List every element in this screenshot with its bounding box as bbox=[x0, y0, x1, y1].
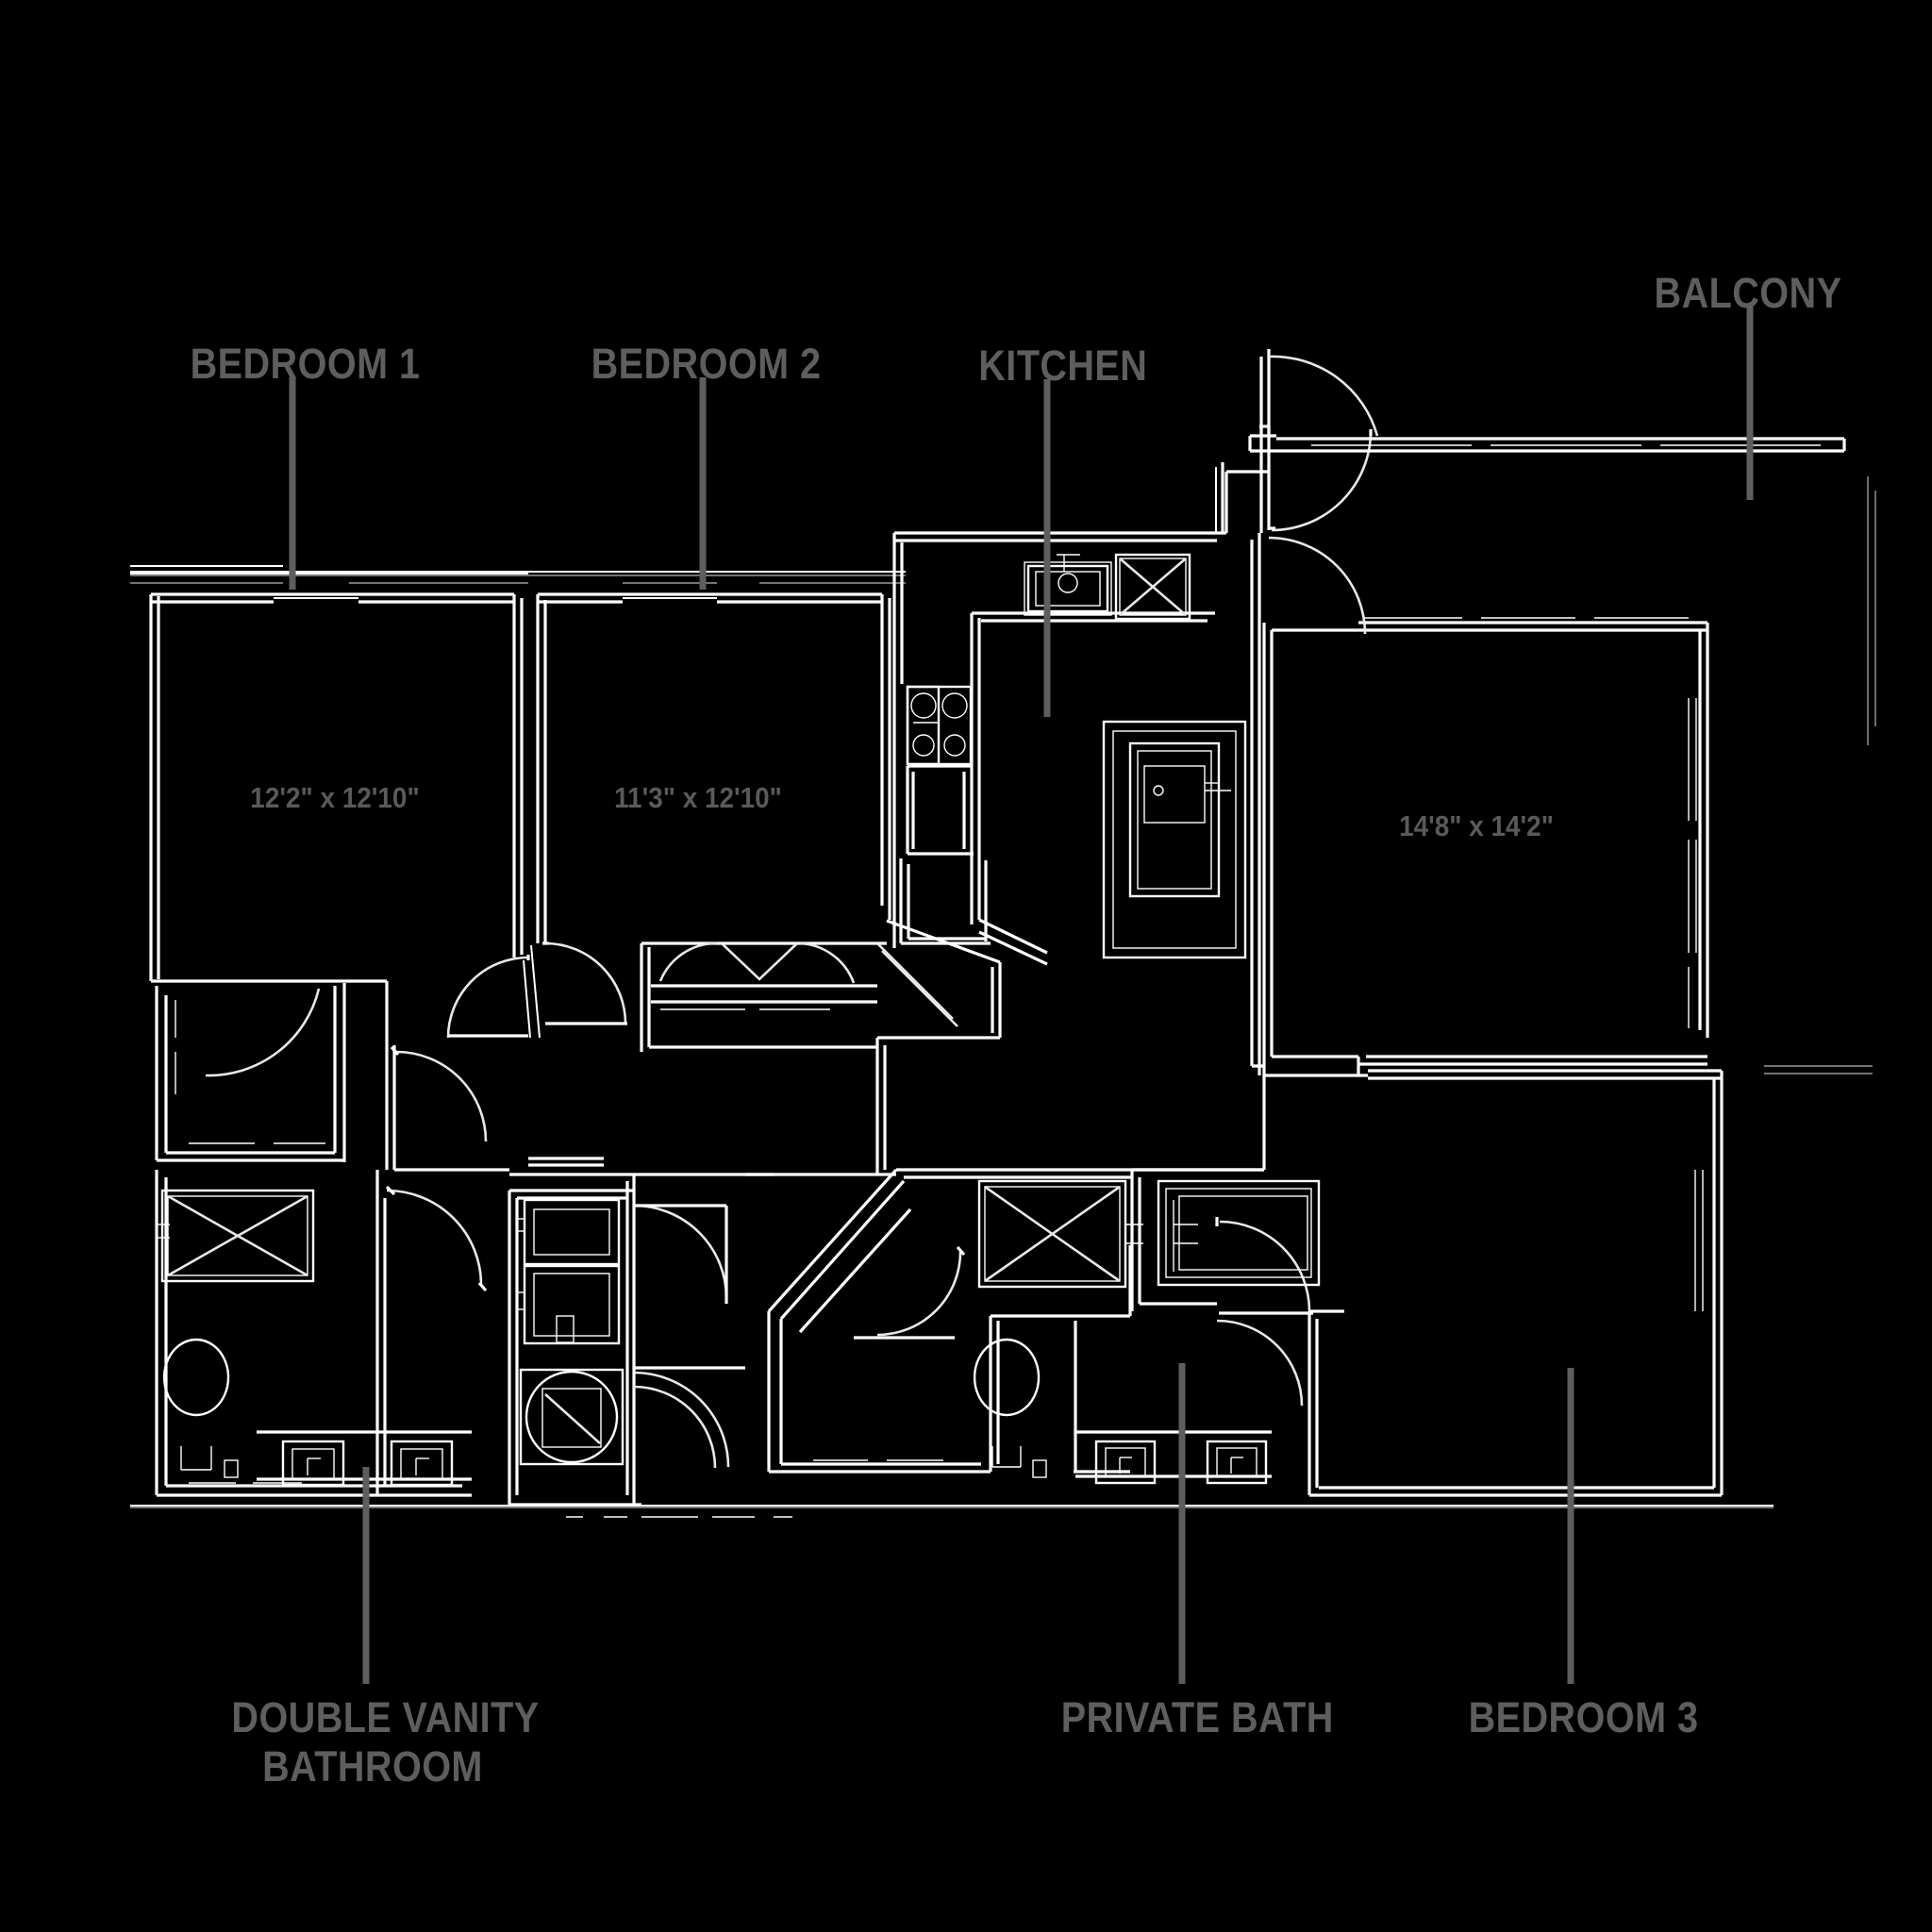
label-private-bath: PRIVATE BATH bbox=[1060, 1693, 1334, 1741]
label-kitchen: KITCHEN bbox=[978, 341, 1148, 390]
bathtub-icon bbox=[1157, 1179, 1321, 1287]
label-bedroom-1: BEDROOM 1 bbox=[190, 340, 421, 388]
label-bedroom-2: BEDROOM 2 bbox=[591, 340, 822, 388]
shower-stall-icon-main bbox=[157, 1189, 315, 1283]
dimension-living-room: 14'8" x 14'2" bbox=[1399, 809, 1554, 842]
water-heater-icon bbox=[519, 1368, 625, 1466]
label-double-vanity-bathroom: DOUBLE VANITY BATHROOM bbox=[231, 1693, 540, 1791]
toilet-icon-main bbox=[162, 1338, 239, 1478]
room-kitchen bbox=[892, 462, 1269, 966]
room-bedroom-3 bbox=[1130, 1069, 1724, 1497]
hall bbox=[385, 1038, 896, 1176]
washer-dryer-icon bbox=[1114, 553, 1193, 622]
room-double-vanity-bathroom bbox=[155, 1045, 488, 1497]
shower-stall-icon bbox=[977, 1179, 1143, 1289]
kitchen-island-icon bbox=[1102, 720, 1247, 959]
room-bedroom-1 bbox=[130, 573, 531, 1162]
label-balcony: BALCONY bbox=[1654, 269, 1842, 317]
toilet-icon bbox=[973, 1338, 1047, 1478]
range-cooktop-icon bbox=[906, 685, 973, 766]
dimension-bedroom-1: 12'2" x 12'10" bbox=[250, 781, 420, 814]
room-balcony bbox=[1248, 349, 1846, 635]
misc-walls bbox=[877, 689, 1368, 1172]
kitchen-sink-icon bbox=[1024, 554, 1112, 616]
room-bedroom-2 bbox=[530, 592, 958, 1052]
label-bedroom-3: BEDROOM 3 bbox=[1468, 1693, 1699, 1741]
dimension-bedroom-2: 11'3" x 12'10" bbox=[614, 781, 782, 814]
stacked-washer-dryer-icon bbox=[517, 1198, 621, 1345]
vanity-sinks-private bbox=[1075, 1430, 1272, 1485]
